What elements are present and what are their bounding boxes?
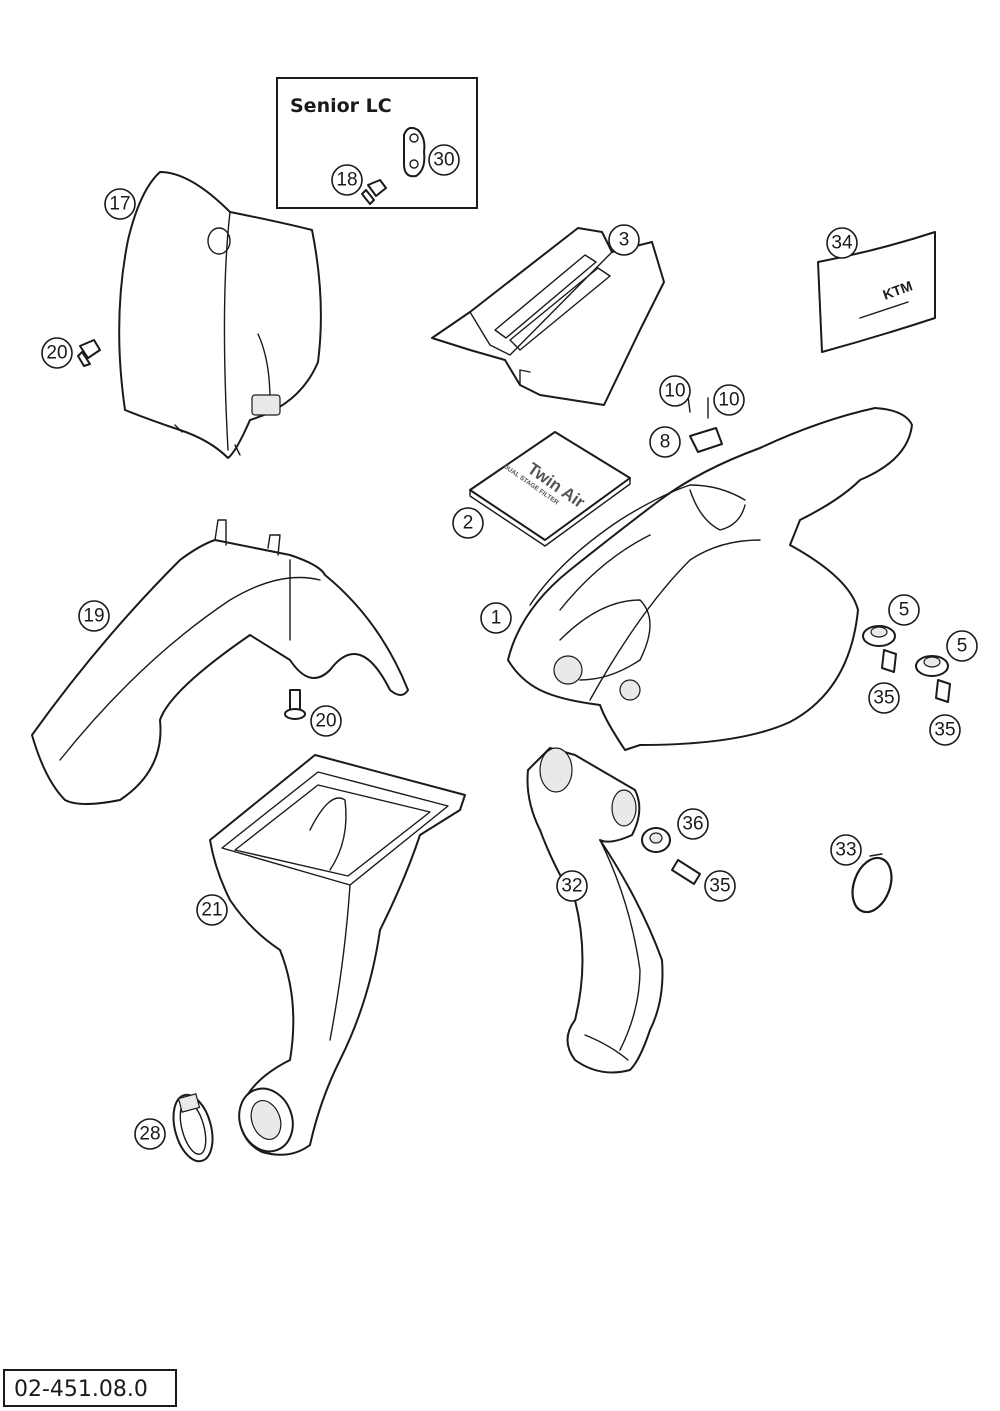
svg-text:10: 10 [718, 390, 739, 411]
callout-32: 32 [556, 870, 588, 902]
bolt-35-b [935, 679, 951, 703]
callout-20-b: 20 [310, 705, 342, 737]
svg-text:33: 33 [835, 840, 856, 861]
bolt-35-c [671, 859, 701, 885]
svg-text:35: 35 [934, 720, 955, 741]
callout-8: 8 [649, 426, 681, 458]
bracket-8 [689, 427, 723, 453]
callout-18: 18 [331, 164, 363, 196]
svg-text:35: 35 [709, 876, 730, 897]
ring-clamp-33 [851, 853, 893, 914]
svg-text:2: 2 [463, 513, 474, 534]
bolt-35-a [881, 649, 897, 673]
svg-text:30: 30 [433, 150, 454, 171]
reference-code-box: 02-451.08.0 [3, 1369, 177, 1407]
callout-5-b: 5 [946, 630, 978, 662]
svg-text:5: 5 [899, 600, 910, 621]
svg-text:5: 5 [957, 636, 968, 657]
svg-text:28: 28 [139, 1124, 160, 1145]
airbox-cover-3 [431, 227, 665, 406]
grommet-5-b [915, 655, 949, 677]
callout-30: 30 [428, 144, 460, 176]
washer-36 [641, 827, 671, 853]
front-fender-19 [31, 519, 409, 805]
callout-17: 17 [104, 188, 136, 220]
svg-text:17: 17 [109, 194, 130, 215]
callout-1: 1 [480, 602, 512, 634]
bolt-20-left [77, 339, 101, 367]
senior-lc-inset: Senior LC [276, 77, 478, 209]
svg-text:20: 20 [315, 711, 336, 732]
callout-10-b: 10 [713, 384, 745, 416]
callout-36: 36 [677, 808, 709, 840]
intake-duct-32 [526, 747, 664, 1074]
callout-2: 2 [452, 507, 484, 539]
callout-5-a: 5 [888, 594, 920, 626]
svg-text:21: 21 [201, 900, 222, 921]
ktm-sticker-34: KTM [817, 231, 936, 353]
callout-35-c: 35 [704, 870, 736, 902]
number-plate-17 [118, 171, 322, 459]
svg-text:35: 35 [873, 688, 894, 709]
svg-text:36: 36 [682, 814, 703, 835]
bolt-20-center [284, 689, 306, 720]
svg-text:18: 18 [336, 170, 357, 191]
air-filter-2: Twin Air DUAL STAGE FILTER [469, 431, 631, 547]
callout-35-a: 35 [868, 682, 900, 714]
inset-title: Senior LC [290, 95, 392, 117]
hose-clamp-28 [172, 1093, 214, 1163]
svg-text:32: 32 [561, 876, 582, 897]
callout-20-a: 20 [41, 337, 73, 369]
svg-text:19: 19 [83, 606, 104, 627]
callout-3: 3 [608, 224, 640, 256]
callout-35-b: 35 [929, 714, 961, 746]
bolt-18 [361, 179, 387, 205]
callout-10-a: 10 [659, 375, 691, 407]
grommet-5-a [862, 625, 896, 647]
callout-28: 28 [134, 1118, 166, 1150]
svg-text:20: 20 [46, 343, 67, 364]
reference-code: 02-451.08.0 [14, 1377, 148, 1402]
callout-21: 21 [196, 894, 228, 926]
fuel-tank-1 [507, 407, 913, 751]
svg-text:8: 8 [660, 432, 671, 453]
svg-text:3: 3 [619, 230, 630, 251]
callout-33: 33 [830, 834, 862, 866]
screws-10 [687, 395, 709, 419]
svg-text:34: 34 [831, 233, 853, 254]
svg-text:10: 10 [664, 381, 685, 402]
callout-34: 34 [826, 227, 858, 259]
plate-30 [403, 126, 426, 178]
airbox-21 [209, 754, 466, 1156]
callout-19: 19 [78, 600, 110, 632]
svg-text:1: 1 [491, 608, 502, 629]
